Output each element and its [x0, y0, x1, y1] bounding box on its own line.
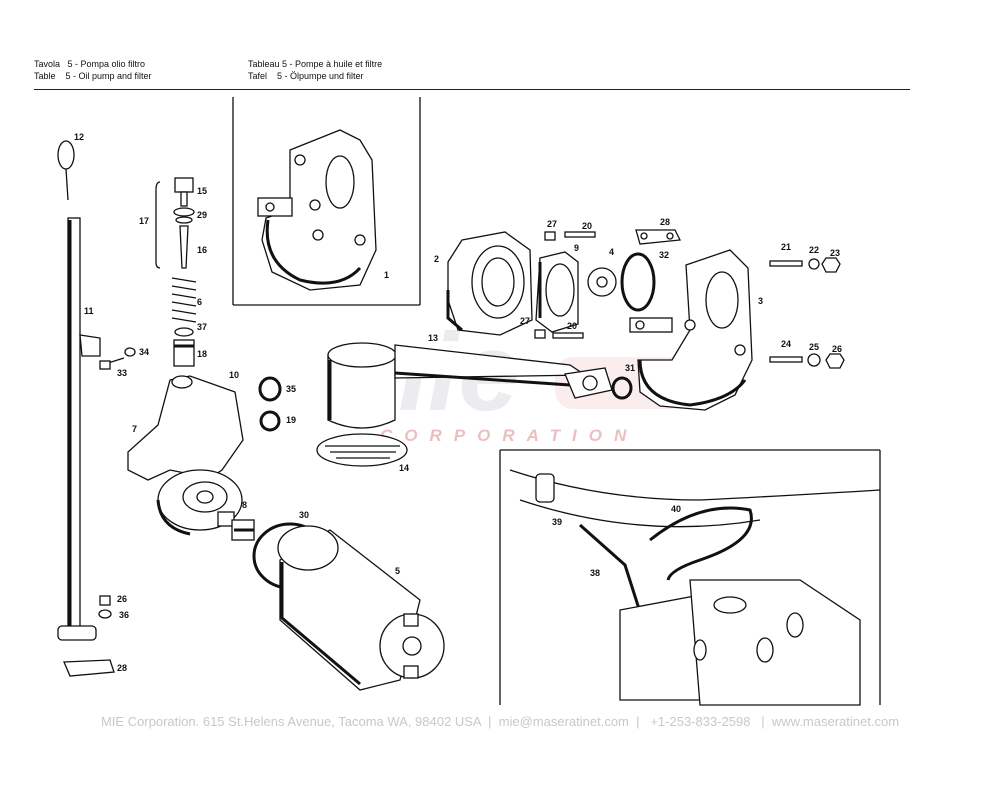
callout-11: 11	[84, 306, 94, 316]
callout-2: 2	[434, 254, 439, 264]
callout-24: 24	[781, 339, 791, 349]
callout-12: 12	[74, 132, 84, 142]
part-union-8	[217, 511, 255, 541]
part-dipstick	[57, 140, 101, 641]
callout-10: 10	[229, 370, 239, 380]
callout-6: 6	[197, 297, 202, 307]
callout-37: 37	[197, 322, 207, 332]
callout-26a: 26	[832, 344, 842, 354]
part-studs	[534, 231, 596, 339]
callout-30: 30	[299, 510, 309, 520]
callout-34: 34	[139, 347, 149, 357]
part-strainer	[316, 342, 613, 467]
callout-1: 1	[384, 270, 389, 280]
header-rule	[34, 89, 910, 90]
callout-21: 21	[781, 242, 791, 252]
callout-13: 13	[428, 333, 438, 343]
callout-7: 7	[132, 424, 137, 434]
callout-14: 14	[399, 463, 409, 473]
callout-4: 4	[609, 247, 614, 257]
callout-33: 33	[117, 368, 127, 378]
title-french: Tableau 5 - Pompe à huile et filtre	[248, 59, 383, 69]
callout-36: 36	[119, 610, 129, 620]
part-gasket-28	[635, 229, 682, 245]
callout-19: 19	[286, 415, 296, 425]
part-rings-35-19	[258, 376, 282, 432]
callout-31: 31	[625, 363, 635, 373]
callout-39: 39	[552, 517, 562, 527]
part-stud-nut-24-26	[769, 353, 845, 369]
callout-29: 29	[197, 210, 207, 220]
callout-18: 18	[197, 349, 207, 359]
inset-box-engine-view	[499, 449, 881, 705]
callout-16: 16	[197, 245, 207, 255]
callout-38: 38	[590, 568, 600, 578]
callout-5: 5	[395, 566, 400, 576]
watermark-corporation: CORPORATION	[380, 426, 638, 445]
callout-27a: 27	[547, 219, 557, 229]
part-ring-31	[611, 376, 633, 400]
callout-28a: 28	[660, 217, 670, 227]
part-gears	[535, 251, 656, 333]
callout-17: 17	[139, 216, 149, 226]
callout-20a: 20	[582, 221, 592, 231]
engine-installation-view	[509, 469, 881, 706]
callout-20b: 20	[567, 321, 577, 331]
callout-labels: 1 2 3 4 5 6 7 8 9 10 11 12 13 14 15 16 1…	[74, 132, 842, 673]
callout-8: 8	[242, 500, 247, 510]
part-valve-stack	[155, 177, 197, 367]
part-stud-nut-21-23	[769, 257, 841, 273]
part-filter-canister	[252, 522, 445, 691]
callout-23: 23	[830, 248, 840, 258]
callout-15: 15	[197, 186, 207, 196]
footer-contact: MIE Corporation. 615 St.Helens Avenue, T…	[100, 714, 900, 729]
callout-28b: 28	[117, 663, 127, 673]
title-italian: Tavola 5 - Pompa olio filtro	[34, 59, 146, 69]
callout-22: 22	[809, 245, 819, 255]
callout-25: 25	[809, 342, 819, 352]
callout-3: 3	[758, 296, 763, 306]
part-pump-cover	[446, 231, 533, 336]
title-english: Table 5 - Oil pump and filter	[34, 71, 152, 81]
callout-40: 40	[671, 504, 681, 514]
callout-9: 9	[574, 243, 579, 253]
callout-27b: 27	[520, 316, 530, 326]
callout-26b: 26	[117, 594, 127, 604]
title-german: Tafel 5 - Ölpumpe und filter	[248, 71, 364, 81]
part-bolt-33	[99, 347, 136, 370]
callout-35: 35	[286, 384, 296, 394]
part-pump-body	[629, 249, 753, 411]
inset-box-pump-assembly	[232, 97, 421, 306]
part-pump-assembly	[257, 129, 377, 291]
part-bottom-fittings	[63, 595, 115, 677]
part-filter-housing	[127, 375, 244, 536]
callout-32: 32	[659, 250, 669, 260]
